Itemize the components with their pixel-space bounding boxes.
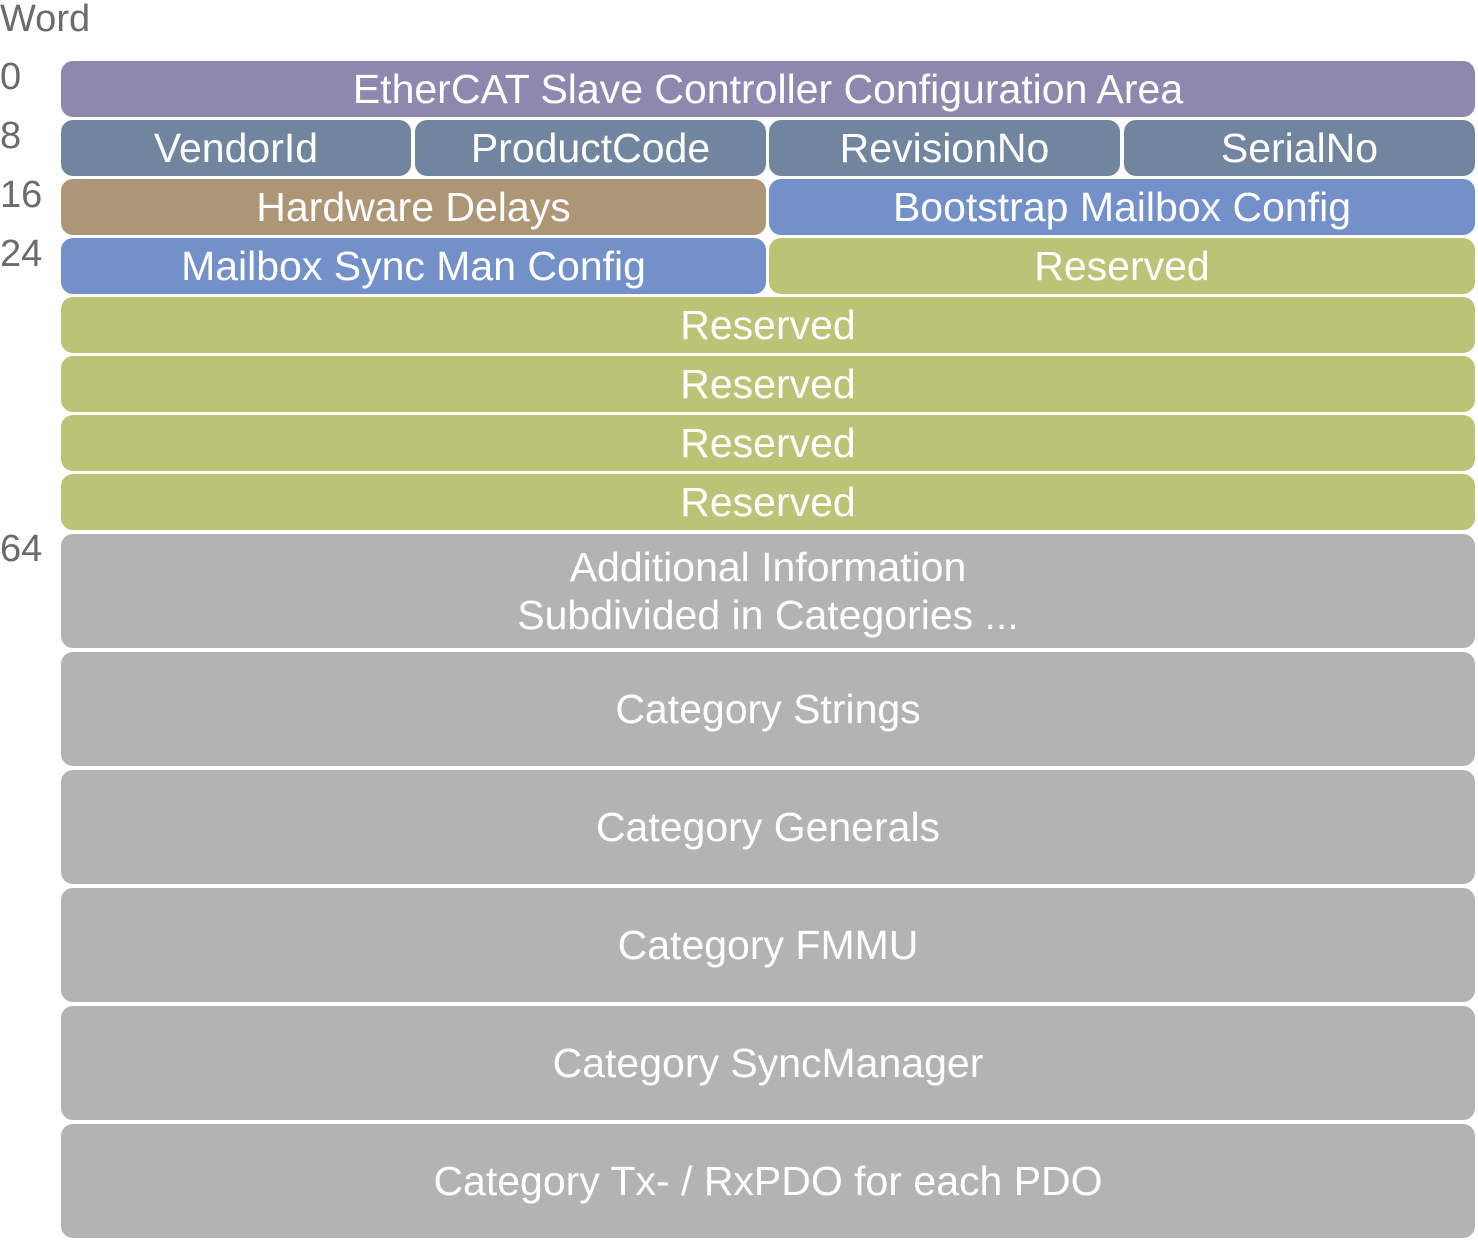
bootstrap-mailbox-config-block: Bootstrap Mailbox Config <box>769 179 1475 235</box>
hardware-delays-block: Hardware Delays <box>61 179 766 235</box>
additional-information-block: Additional Information Subdivided in Cat… <box>61 534 1475 648</box>
serial-no-block: SerialNo <box>1124 120 1475 176</box>
word-axis-title: Word <box>0 0 91 40</box>
offset-label-8: 8 <box>0 115 22 157</box>
offset-label-24: 24 <box>0 233 43 275</box>
category-pdo-block: Category Tx- / RxPDO for each PDO <box>61 1124 1475 1238</box>
category-syncmanager-block: Category SyncManager <box>61 1006 1475 1120</box>
vendor-id-block: VendorId <box>61 120 411 176</box>
reserved-row-4: Reserved <box>61 474 1475 530</box>
reserved-row-1: Reserved <box>61 297 1475 353</box>
reserved-half-block: Reserved <box>769 238 1475 294</box>
category-fmmu-block: Category FMMU <box>61 888 1475 1002</box>
reserved-row-2: Reserved <box>61 356 1475 412</box>
offset-label-64: 64 <box>0 528 43 570</box>
product-code-block: ProductCode <box>415 120 766 176</box>
category-strings-block: Category Strings <box>61 652 1475 766</box>
category-generals-block: Category Generals <box>61 770 1475 884</box>
reserved-row-3: Reserved <box>61 415 1475 471</box>
offset-label-16: 16 <box>0 174 43 216</box>
revision-no-block: RevisionNo <box>769 120 1120 176</box>
mailbox-sync-man-config-block: Mailbox Sync Man Config <box>61 238 766 294</box>
offset-label-0: 0 <box>0 56 22 98</box>
config-area-block: EtherCAT Slave Controller Configuration … <box>61 61 1475 117</box>
